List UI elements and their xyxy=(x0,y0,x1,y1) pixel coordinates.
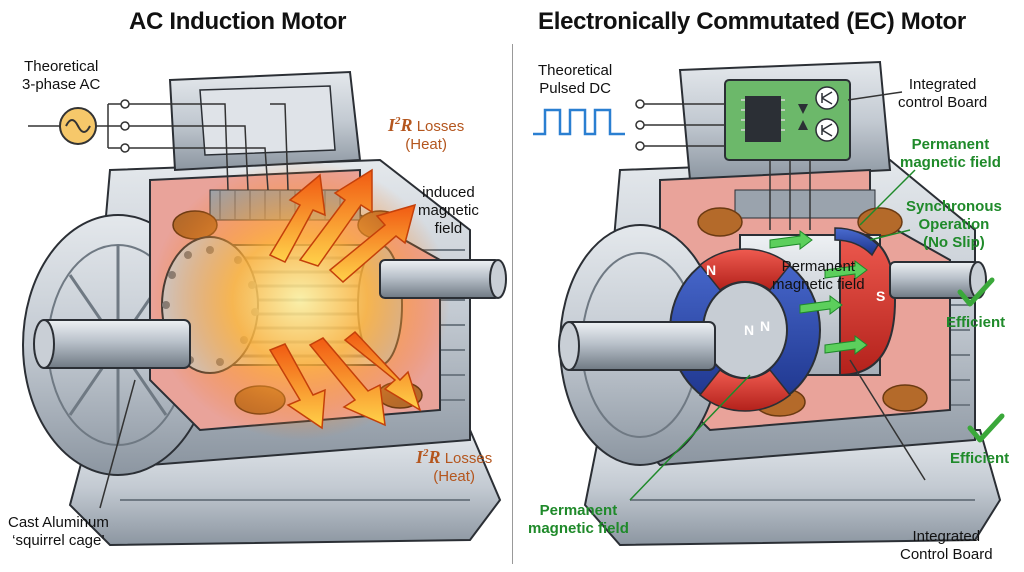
ec-sync-label: Synchronous Operation (No Slip) xyxy=(906,198,1002,251)
ec-flux-arrows xyxy=(769,230,868,355)
ac-motor-title: AC Induction Motor xyxy=(129,8,347,35)
ac-losses-top-label: I2R Losses (Heat) xyxy=(388,115,465,153)
ac-heat-glow xyxy=(150,160,450,440)
ac-rotor-leader xyxy=(99,379,136,509)
ac-source-label: Theoretical 3-phase AC xyxy=(22,58,101,93)
pulsed-dc-waveform-icon xyxy=(533,108,625,136)
ec-pm-bottom-label: Permanent magnetic field xyxy=(528,502,629,537)
ec-green-leaders xyxy=(629,169,916,501)
ec-efficient-label-2: Efficient xyxy=(950,450,1010,467)
ec-pm-top-label: Permanent magnetic field xyxy=(900,136,1001,171)
ec-shaft-right xyxy=(889,261,981,299)
ec-rotor-field-label: Permanent magnetic field xyxy=(772,258,865,293)
ec-motor-title: Electronically Commutated (EC) Motor xyxy=(538,8,966,35)
ec-source-label: Theoretical Pulsed DC xyxy=(538,62,613,97)
panel-divider xyxy=(512,44,513,564)
ec-board-bottom-label: Integrated Control Board xyxy=(900,528,993,563)
ec-board-top-label: Integrated control Board xyxy=(898,76,988,111)
ec-shaft-left xyxy=(564,321,716,371)
ec-permanent-magnet-rotor xyxy=(669,227,897,412)
ec-control-board xyxy=(724,79,851,161)
ac-induced-field-label: induced magnetic field xyxy=(418,184,479,237)
check-icon-1 xyxy=(957,277,995,307)
ec-leader-lines xyxy=(847,91,926,481)
pole-n-upper: N xyxy=(706,262,717,278)
ac-rotor-label: Cast Aluminum ‘squirrel cage’ xyxy=(8,514,109,549)
ac-losses-bottom-label: I2R Losses (Heat) xyxy=(416,447,493,485)
pole-s: S xyxy=(876,288,886,304)
ec-motor-illustration xyxy=(533,60,1005,547)
ac-shaft-right xyxy=(379,259,501,299)
ac-heat-arrows xyxy=(268,168,422,430)
ac-motor-illustration xyxy=(22,70,507,547)
pole-n-side: N xyxy=(760,318,771,334)
ec-supply-wires xyxy=(640,103,811,230)
pole-n-inner: N xyxy=(744,322,755,338)
ac-supply-wires xyxy=(125,103,289,191)
ac-shaft-left xyxy=(39,319,191,369)
ec-efficient-label-1: Efficient xyxy=(946,314,1006,331)
check-icon-2 xyxy=(967,413,1005,443)
